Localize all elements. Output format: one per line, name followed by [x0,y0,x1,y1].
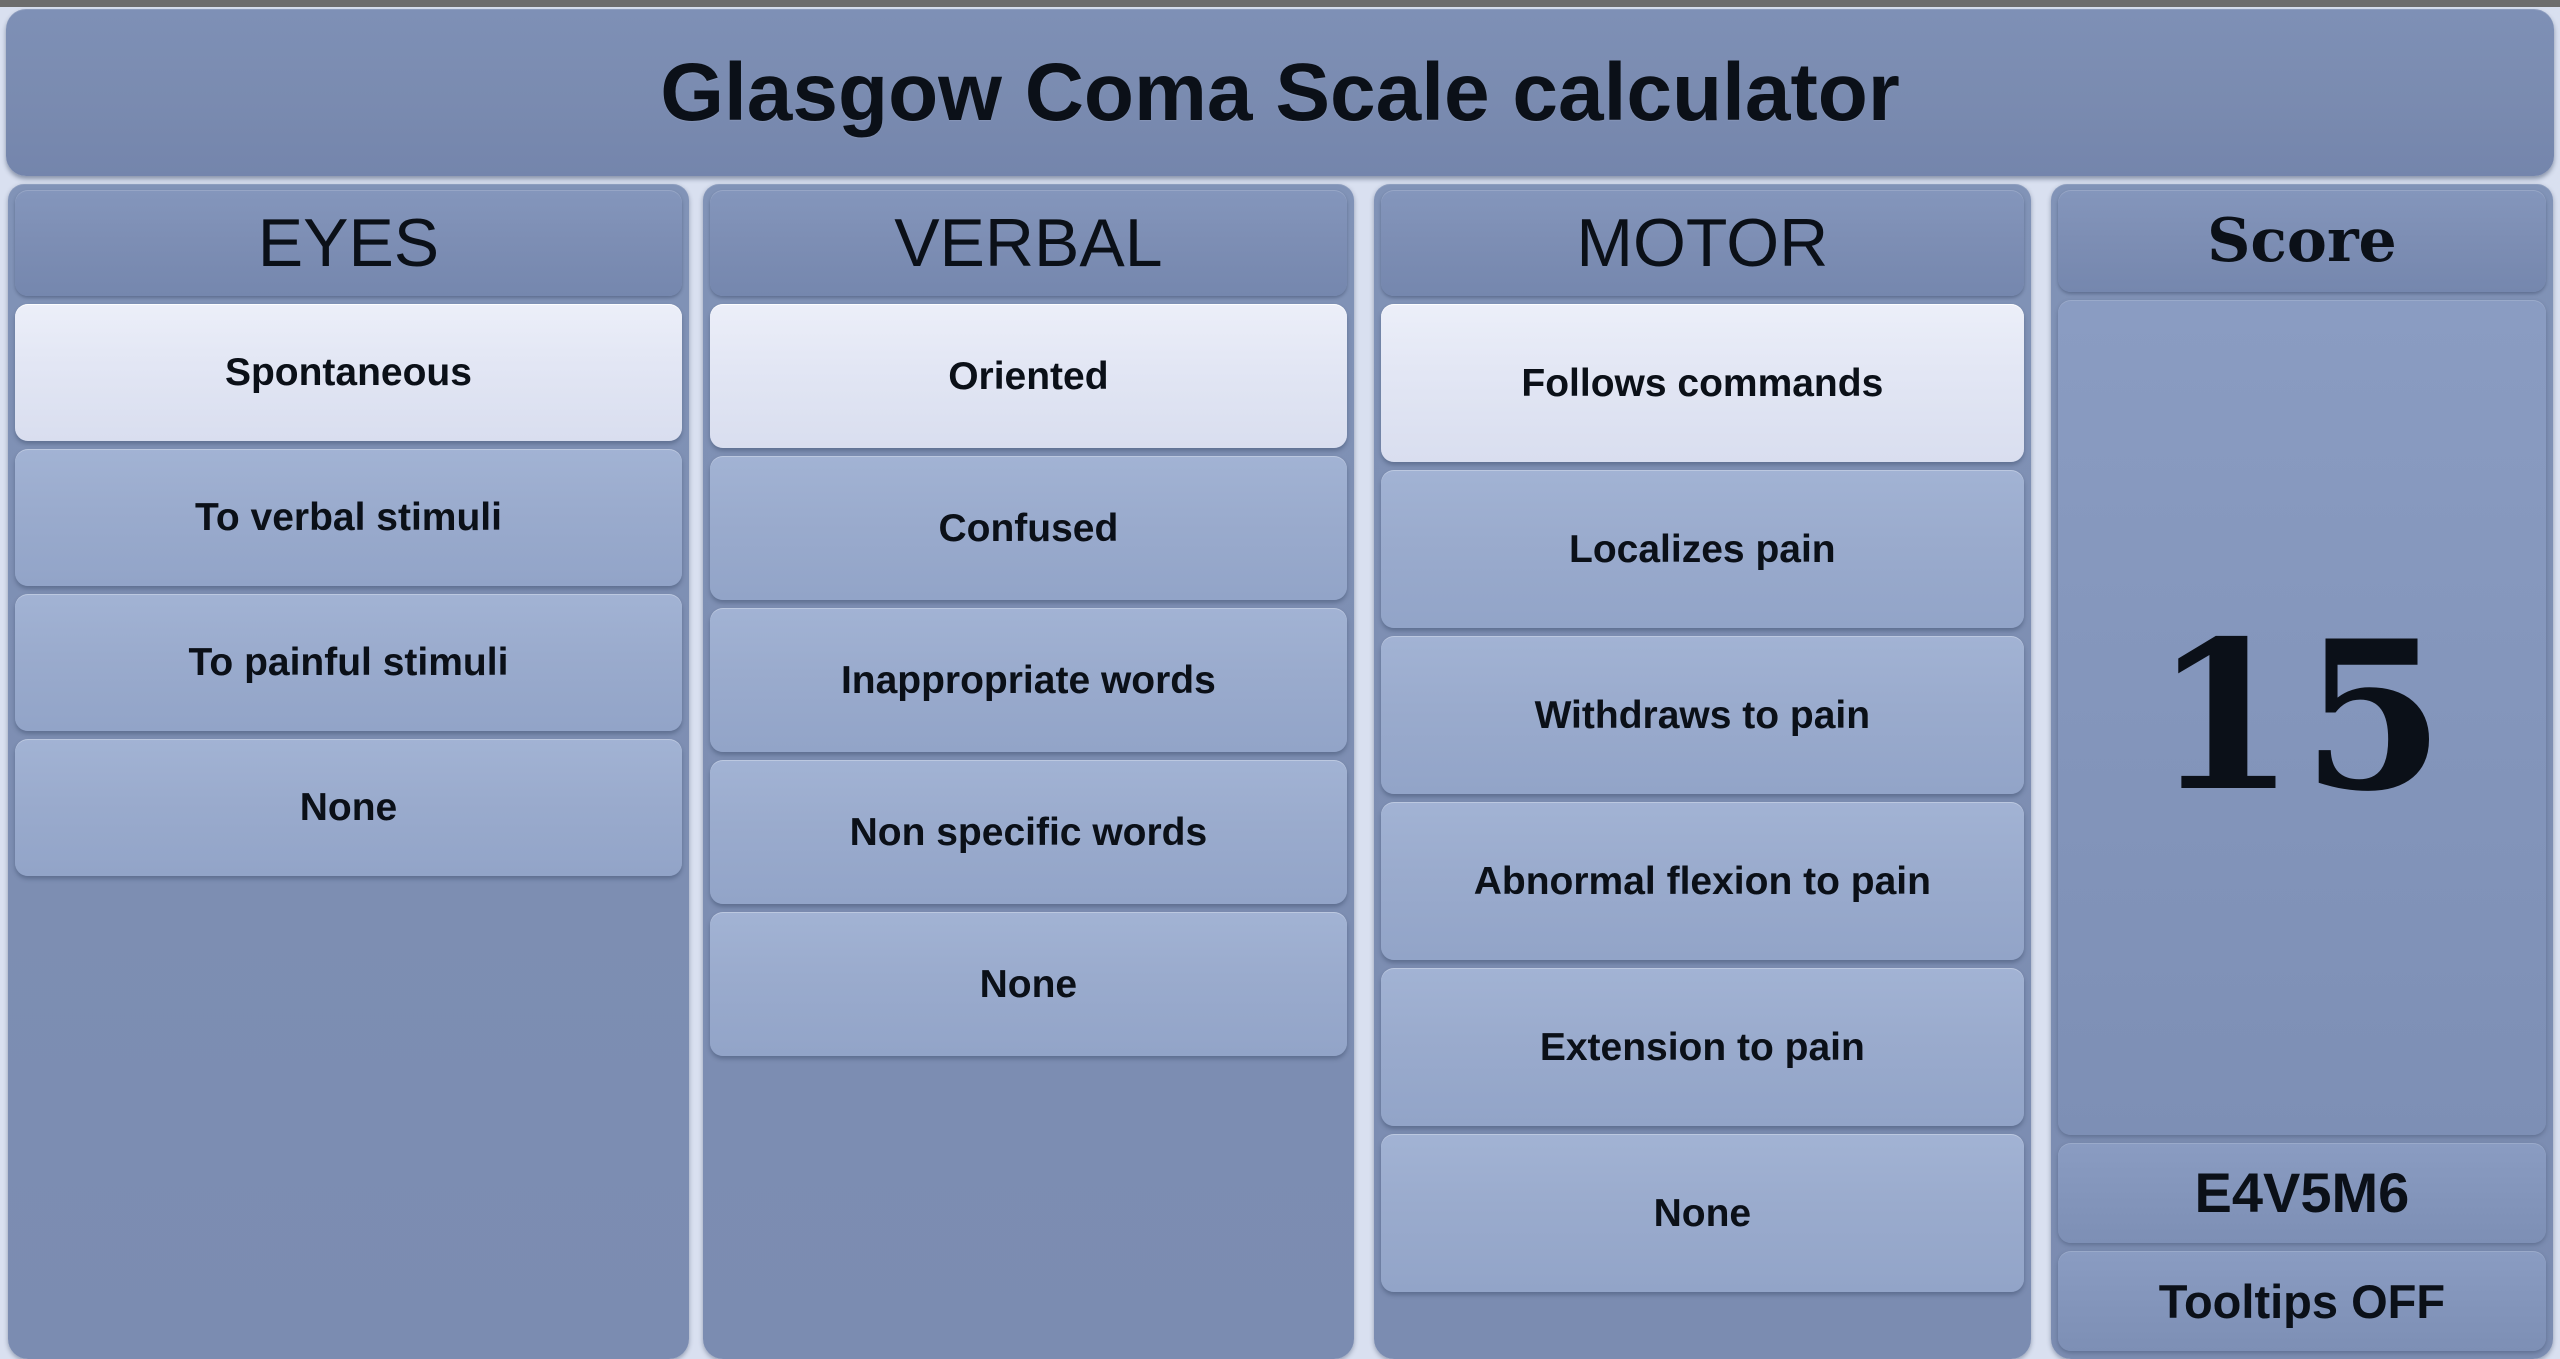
tooltips-toggle-label: Tooltips OFF [2158,1274,2446,1328]
option-eyes-none[interactable]: None [15,739,682,876]
option-label: Spontaneous [224,351,472,394]
column-header-label: EYES [257,205,440,281]
column-motor: MOTOR Follows commands Localizes pain Wi… [1373,184,2031,1359]
option-label: None [299,786,398,829]
score-body: 15 E4V5M6 Tooltips OFF [2057,300,2546,1351]
option-motor-withdraws-to-pain[interactable]: Withdraws to pain [1380,636,2024,794]
option-list-eyes: Spontaneous To verbal stimuli To painful… [15,304,682,1351]
option-label: Abnormal flexion to pain [1473,859,1931,903]
option-label: Oriented [948,354,1109,398]
option-motor-extension-to-pain[interactable]: Extension to pain [1380,968,2024,1126]
column-verbal: VERBAL Oriented Confused Inappropriate w… [702,184,1354,1359]
tooltips-toggle-button[interactable]: Tooltips OFF [2057,1251,2546,1351]
option-label: None [1653,1191,1752,1235]
score-total-panel: 15 [2057,300,2546,1135]
option-verbal-confused[interactable]: Confused [709,456,1347,600]
option-label: Confused [938,506,1119,550]
column-header-label: MOTOR [1576,205,1829,281]
option-label: Extension to pain [1539,1025,1865,1069]
column-eyes: EYES Spontaneous To verbal stimuli To pa… [8,184,689,1359]
option-label: Follows commands [1521,361,1884,405]
option-verbal-non-specific-words[interactable]: Non specific words [709,760,1347,904]
column-header-motor: MOTOR [1380,190,2024,296]
page-title: Glasgow Coma Scale calculator [660,46,1900,138]
column-score: Score 15 E4V5M6 Tooltips OFF [2050,184,2553,1359]
option-motor-abnormal-flexion-to-pain[interactable]: Abnormal flexion to pain [1380,802,2024,960]
option-label: Non specific words [849,810,1208,854]
score-total-value: 15 [2153,597,2451,837]
option-motor-none[interactable]: None [1380,1134,2024,1292]
option-motor-follows-commands[interactable]: Follows commands [1380,304,2024,462]
score-breakdown-value: E4V5M6 [2194,1161,2410,1224]
column-header-score: Score [2057,190,2546,292]
option-label: Inappropriate words [840,658,1216,702]
option-motor-localizes-pain[interactable]: Localizes pain [1380,470,2024,628]
app-title-bar: Glasgow Coma Scale calculator [6,9,2554,176]
option-label: To verbal stimuli [194,496,502,539]
option-eyes-spontaneous[interactable]: Spontaneous [15,304,682,441]
score-breakdown: E4V5M6 [2057,1143,2546,1243]
option-eyes-to-painful-stimuli[interactable]: To painful stimuli [15,594,682,731]
column-header-label: Score [2207,206,2397,276]
option-label: None [979,962,1078,1006]
gcs-columns: EYES Spontaneous To verbal stimuli To pa… [0,184,2560,1359]
option-label: Withdraws to pain [1534,693,1871,737]
option-verbal-none[interactable]: None [709,912,1347,1056]
option-eyes-to-verbal-stimuli[interactable]: To verbal stimuli [15,449,682,586]
option-list-motor: Follows commands Localizes pain Withdraw… [1380,304,2024,1351]
status-strip [0,0,2560,7]
column-header-eyes: EYES [15,190,682,296]
option-label: Localizes pain [1569,527,1836,571]
option-verbal-oriented[interactable]: Oriented [709,304,1347,448]
column-header-verbal: VERBAL [709,190,1347,296]
option-label: To painful stimuli [188,641,509,684]
option-verbal-inappropriate-words[interactable]: Inappropriate words [709,608,1347,752]
option-list-verbal: Oriented Confused Inappropriate words No… [709,304,1347,1351]
column-header-label: VERBAL [894,205,1163,281]
